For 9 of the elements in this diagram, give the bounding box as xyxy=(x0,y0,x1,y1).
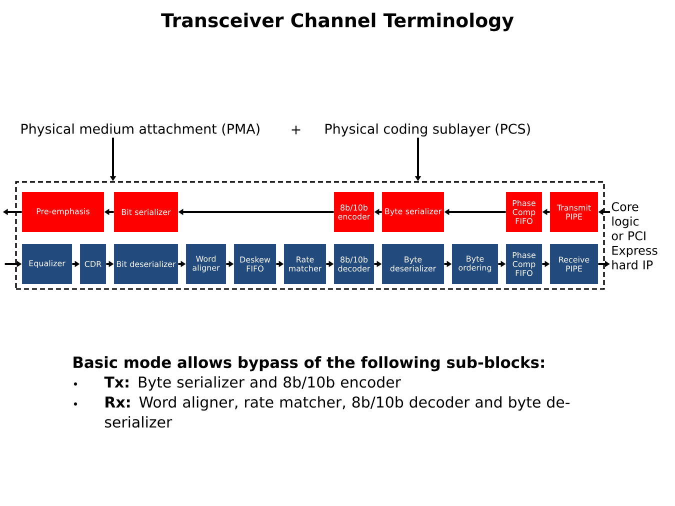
layer-label: Physical medium attachment (PMA) xyxy=(22,123,260,136)
plus-sign: + xyxy=(292,126,300,134)
bullet-text: Rx: Word aligner, rate matcher, 8b/10b decoder and byte de-serializer xyxy=(105,396,570,428)
title: Transceiver Channel Terminology xyxy=(161,12,514,32)
dashed-frame xyxy=(15,181,605,290)
layer-label: Physical coding sublayer (PCS) xyxy=(326,123,530,136)
side-label: Core logic or PCI Express hard IP xyxy=(612,202,658,270)
bullet-text: Tx: Byte serializer and 8b/10b encoder xyxy=(104,376,401,391)
heading: Basic mode allows bypass of the following sub-blocks: xyxy=(74,356,544,372)
